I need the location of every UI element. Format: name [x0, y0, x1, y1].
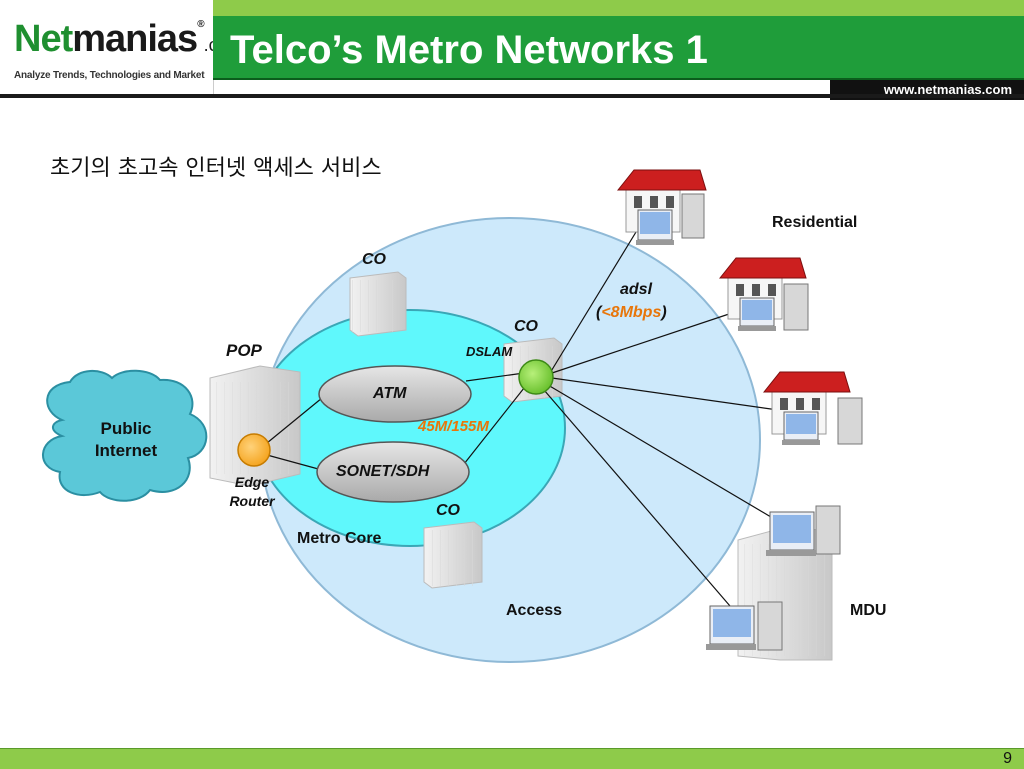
- pop-building: [209, 365, 301, 487]
- co-top-label: CO: [362, 251, 386, 268]
- edge-router-icon: [237, 433, 271, 467]
- header-top-strip: [213, 0, 1024, 16]
- atm-label: ATM: [373, 385, 407, 402]
- mdu-building: [737, 525, 833, 661]
- network-links: [266, 231, 779, 607]
- mdu-computer-1-icon: [766, 505, 841, 556]
- page-number: 9: [1003, 750, 1012, 767]
- title-bar: [213, 16, 1024, 80]
- sonet-sdh-node: [316, 441, 470, 503]
- co-bottom-building: [423, 521, 483, 589]
- pop-label: POP: [226, 341, 262, 360]
- website-url[interactable]: www.netmanias.com: [883, 82, 1012, 97]
- slide-title: Telco’s Metro Networks 1: [230, 28, 708, 72]
- public-internet-line-1: Public: [100, 419, 152, 438]
- header-divider: [0, 94, 1024, 98]
- logo-tagline: Analyze Trends, Technologies and Market: [14, 70, 205, 81]
- public-internet-cloud: [42, 369, 208, 502]
- co-top-building: [349, 271, 407, 337]
- adsl-speed-value: <8Mbps: [601, 304, 662, 321]
- mdu-label: MDU: [850, 602, 887, 619]
- public-internet-label: Public Internet: [80, 418, 172, 462]
- co-bottom-label: CO: [436, 502, 460, 519]
- mdu-computer-2-icon: [706, 601, 783, 651]
- atm-node: [318, 365, 472, 423]
- access-label: Access: [506, 602, 563, 619]
- public-internet-line-2: Internet: [94, 441, 158, 460]
- house-3-icon: [762, 371, 863, 445]
- dslam-label: DSLAM: [466, 344, 513, 359]
- metro-core-label: Metro Core: [297, 530, 382, 547]
- dslam-icon: [518, 359, 554, 395]
- adsl-speed-label: (<8Mbps): [596, 304, 667, 321]
- edge-router-line-1: Edge: [234, 474, 270, 490]
- slide-subtitle: 초기의 초고속 인터넷 액세스 서비스: [50, 156, 382, 181]
- edge-router-line-2: Router: [229, 493, 275, 509]
- sonet-sdh-label: SONET/SDH: [336, 463, 430, 480]
- footer-bar: [0, 748, 1024, 769]
- residential-label: Residential: [772, 214, 858, 231]
- co-right-label: CO: [514, 318, 538, 335]
- logo-box: [0, 0, 214, 94]
- adsl-label: adsl: [620, 281, 653, 298]
- house-2-icon: [718, 257, 809, 331]
- edge-router-label: Edge Router: [220, 473, 284, 511]
- house-1-icon: [616, 169, 707, 245]
- speed-label: 45M/155M: [418, 418, 489, 435]
